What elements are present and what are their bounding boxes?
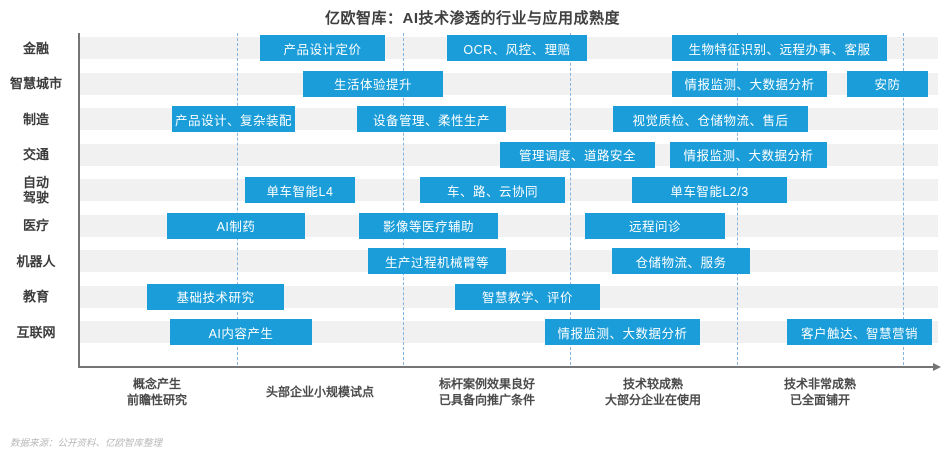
stage-label: 标杆案例效果良好 已具备向推广条件 [438,377,535,407]
row-label: 教育 [22,289,49,304]
x-axis-arrow-icon [933,363,941,371]
x-axis-line [78,366,934,368]
app-box: 情报监测、大数据分析 [670,141,827,168]
app-box: 远程问诊 [585,212,725,239]
app-box: 车、路、云协同 [420,177,565,203]
row-label: 制造 [22,111,49,127]
stage-label: 概念产生 前瞻性研究 [126,377,187,407]
row-label: 智慧城市 [9,76,62,91]
app-box: 仓储物流、服务 [612,248,750,274]
app-box: 客户触达、智慧营销 [787,319,932,345]
app-box: 生产过程机械臂等 [368,248,506,274]
row-label: 金融 [22,40,49,56]
stage-divider-line [903,33,904,365]
app-box: 影像等医疗辅助 [359,212,498,239]
app-box: 单车智能L2/3 [632,177,787,203]
app-box: 产品设计定价 [260,35,385,61]
app-box: 视觉质检、仓储物流、售后 [613,106,808,132]
app-box: 单车智能L4 [245,177,355,203]
app-box: 安防 [847,70,928,97]
app-box: 产品设计、复杂装配 [172,106,295,132]
app-box: 基础技术研究 [147,283,284,310]
app-box: 设备管理、柔性生产 [357,106,506,132]
app-box: AI制药 [167,212,305,239]
app-box: 生物特征识别、远程办事、客服 [672,35,887,61]
stage-divider-line [570,33,571,365]
stage-label: 头部企业小规模试点 [265,385,374,399]
stage-label: 技术较成熟 大部分企业在使用 [604,377,701,407]
app-box: AI内容产生 [170,319,312,345]
source-note: 数据来源：公开资料、亿欧智库整理 [10,438,163,449]
app-box: 智慧教学、评价 [455,283,600,310]
stage-divider-line [403,33,404,365]
row-label: 互联网 [16,324,56,340]
stage-divider-line [237,33,238,365]
app-box: OCR、风控、理赔 [447,35,587,61]
app-box: 情报监测、大数据分析 [545,319,700,345]
row-label: 交通 [22,147,49,162]
app-box: 生活体验提升 [303,70,443,97]
app-box: 情报监测、大数据分析 [672,70,827,97]
app-box: 管理调度、道路安全 [500,141,655,168]
row-label: 医疗 [22,218,49,233]
chart-title: 亿欧智库：AI技术渗透的行业与应用成熟度 [324,10,620,27]
row-label: 自动 驾驶 [22,175,49,205]
y-axis-line [78,33,80,368]
stage-label: 技术非常成熟 已全面铺开 [783,377,856,407]
row-band [78,250,938,272]
row-label: 机器人 [16,253,56,269]
